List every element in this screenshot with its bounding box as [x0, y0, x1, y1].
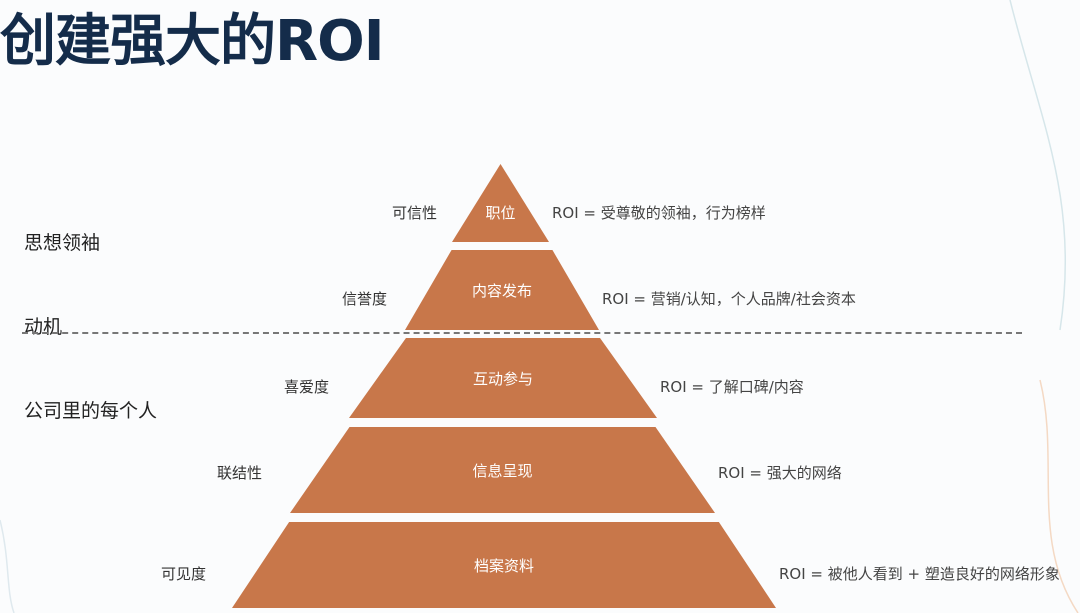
- tier-left-label: 信誉度: [341, 290, 387, 308]
- tier-left-label: 喜爱度: [283, 378, 329, 396]
- tier-label: 互动参与: [472, 369, 533, 388]
- page-title: 创建强大的ROI: [0, 9, 385, 74]
- tier-label: 内容发布: [471, 281, 532, 300]
- pyramid-tier-presentation: 信息呈现: [290, 427, 715, 513]
- tier-left-label: 联结性: [216, 464, 262, 482]
- pyramid-tier-content: 内容发布: [405, 250, 599, 330]
- label-everyone: 公司里的每个人: [24, 400, 158, 422]
- tier-roi-label: ROI = 强大的网络: [718, 464, 842, 482]
- tier-label: 档案资料: [473, 556, 534, 575]
- pyramid-tier-engagement: 互动参与: [349, 338, 657, 418]
- tier-roi-label: ROI = 被他人看到 + 塑造良好的网络形象: [779, 565, 1060, 583]
- tier-left-label: 可信性: [391, 204, 437, 222]
- pyramid-tier-profile: 档案资料: [232, 522, 776, 608]
- tier-left-label: 可见度: [160, 565, 206, 583]
- tier-roi-label: ROI = 营销/认知，个人品牌/社会资本: [602, 290, 856, 308]
- label-motivation: 动机: [24, 316, 63, 338]
- pyramid-tier-position: 职位: [452, 164, 549, 242]
- tier-roi-label: ROI = 受尊敬的领袖，行为榜样: [552, 204, 766, 222]
- tier-roi-label: ROI = 了解口碑/内容: [660, 378, 804, 396]
- label-thought-leader: 思想领袖: [24, 232, 101, 254]
- tier-label: 信息呈现: [472, 461, 533, 480]
- tier-label: 职位: [485, 203, 516, 222]
- divider-dashed-line: [22, 332, 1022, 334]
